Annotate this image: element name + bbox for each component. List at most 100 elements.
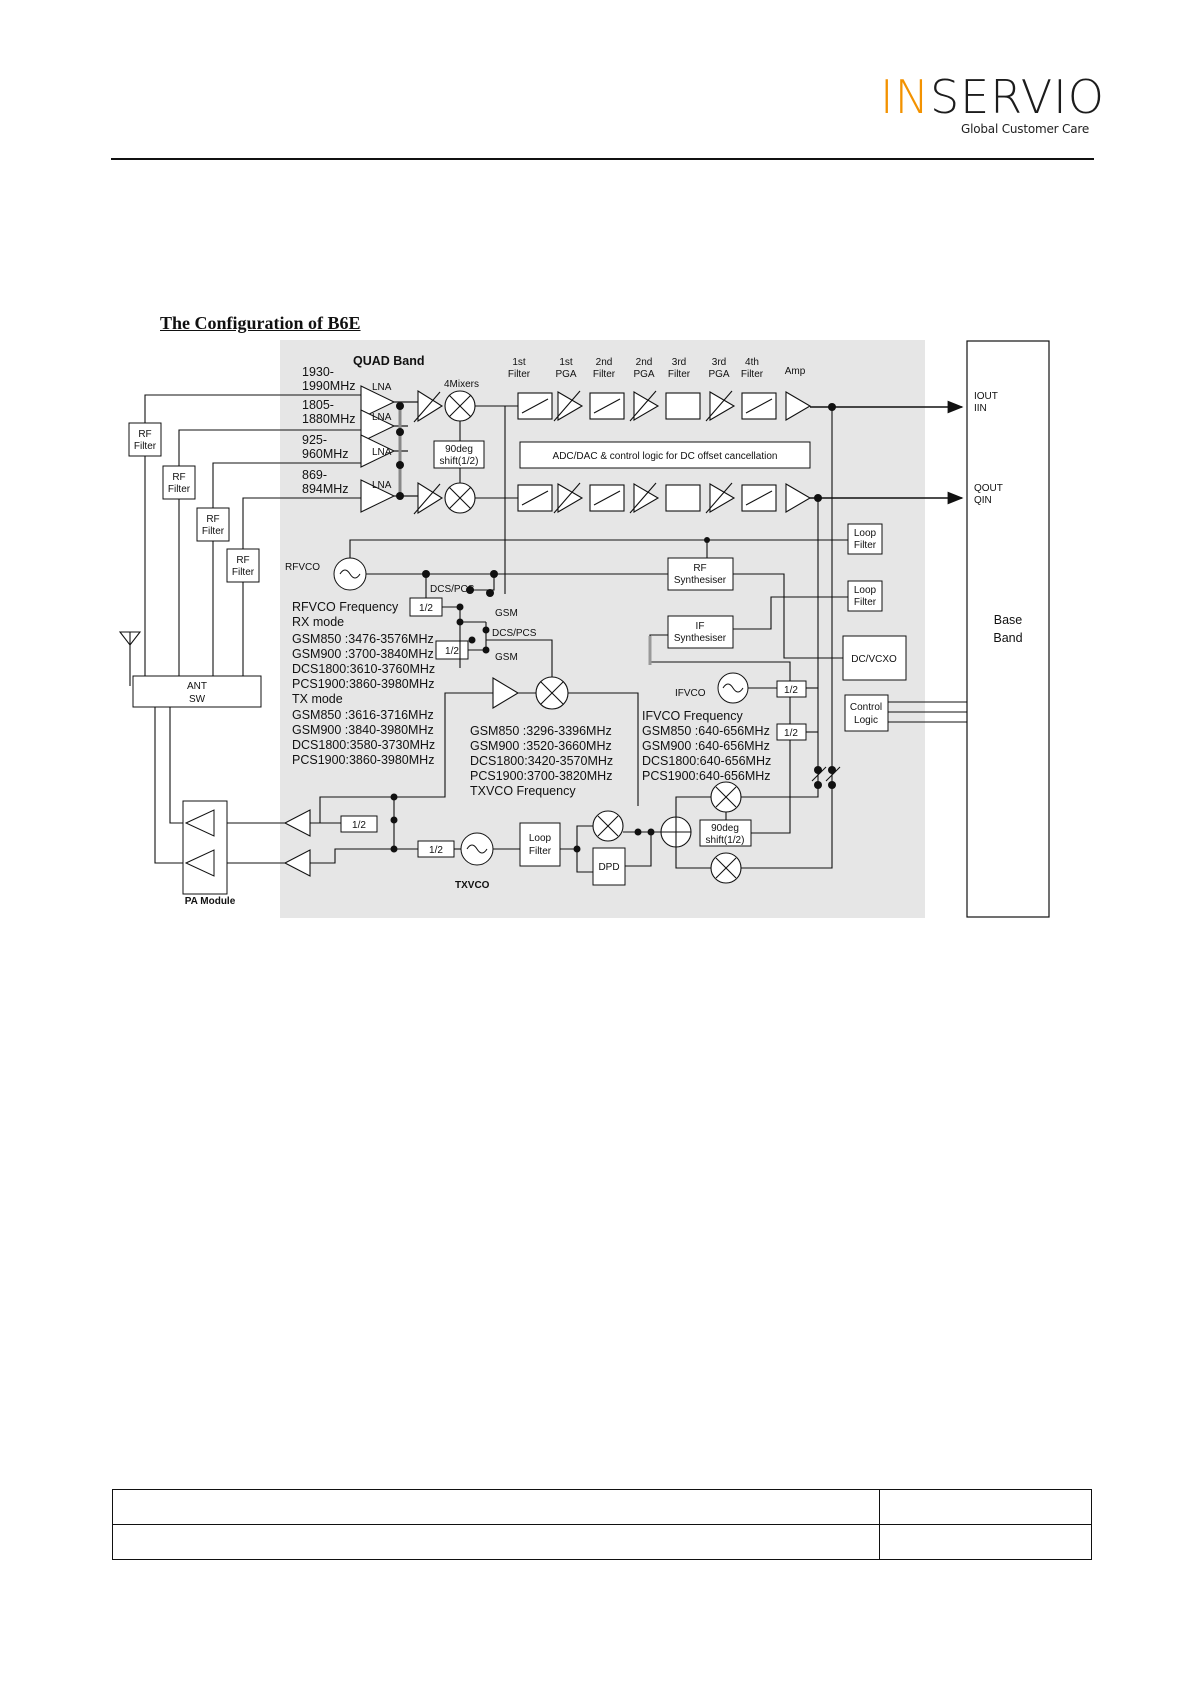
ifvco-wires <box>748 687 818 733</box>
svg-text:GSM850 :3476-3576MHz: GSM850 :3476-3576MHz <box>292 632 434 646</box>
ant-sw-block: ANT SW <box>132 675 262 708</box>
svg-text:PCS1900:640-656MHz: PCS1900:640-656MHz <box>642 769 771 783</box>
svg-text:LNA: LNA <box>372 480 392 491</box>
svg-text:LNA: LNA <box>372 382 392 393</box>
svg-text:RF: RF <box>172 472 185 483</box>
rx-front-amps <box>413 390 444 515</box>
control-logic-bus <box>888 701 967 723</box>
svg-text:Filter: Filter <box>854 597 877 608</box>
svg-text:QOUT: QOUT <box>974 483 1003 494</box>
svg-text:SW: SW <box>189 694 206 705</box>
svg-text:1/2: 1/2 <box>419 603 433 614</box>
svg-text:GSM850 :3296-3396MHz: GSM850 :3296-3396MHz <box>470 724 612 738</box>
svg-text:PCS1900:3860-3980MHz: PCS1900:3860-3980MHz <box>292 677 434 691</box>
footer-table <box>112 1489 1092 1560</box>
svg-text:3rd: 3rd <box>712 357 726 368</box>
svg-text:GSM900 :3840-3980MHz: GSM900 :3840-3980MHz <box>292 723 434 737</box>
svg-text:IF: IF <box>696 621 705 632</box>
svg-text:DCS1800:3610-3760MHz: DCS1800:3610-3760MHz <box>292 662 435 676</box>
svg-text:1805-: 1805- <box>302 398 334 412</box>
svg-text:Filter: Filter <box>854 540 877 551</box>
svg-text:IOUT: IOUT <box>974 391 998 402</box>
svg-text:2nd: 2nd <box>636 357 653 368</box>
logo-tagline: Global Customer Care <box>961 122 1089 136</box>
rx-mixers <box>444 390 476 514</box>
tx-loop-junction <box>573 845 581 853</box>
svg-text:PCS1900:3860-3980MHz: PCS1900:3860-3980MHz <box>292 753 434 767</box>
svg-text:Filter: Filter <box>134 441 157 452</box>
rf-divider-junctions <box>456 603 490 654</box>
svg-text:925-: 925- <box>302 433 327 447</box>
iq-output-labels: IOUT IIN QOUT QIN <box>974 391 1003 506</box>
svg-text:1/2: 1/2 <box>784 728 798 739</box>
svg-text:90deg: 90deg <box>445 444 473 455</box>
svg-text:Filter: Filter <box>741 369 764 380</box>
rx-phase-shift: 90deg shift(1/2) <box>433 440 485 469</box>
rfvco-junctions <box>422 537 710 597</box>
svg-text:RF: RF <box>206 514 219 525</box>
logo-wordmark: INSERVIO <box>880 70 1105 124</box>
header-rule <box>111 158 1094 160</box>
footer-cell <box>879 1524 1092 1560</box>
svg-text:TX mode: TX mode <box>292 692 343 706</box>
svg-text:1st: 1st <box>559 357 573 368</box>
tx-summer <box>660 816 692 848</box>
svg-text:Filter: Filter <box>593 369 616 380</box>
svg-text:ADC/DAC & control logic for DC: ADC/DAC & control logic for DC offset ca… <box>553 451 778 462</box>
svg-text:Synthesiser: Synthesiser <box>674 575 727 586</box>
rx-chain-headers: 1st Filter 1st PGA 2nd Filter 2nd PGA 3r… <box>508 357 806 380</box>
tx-drivers <box>227 809 311 877</box>
svg-text:1930-: 1930- <box>302 365 334 379</box>
tx-mod-junctions <box>634 828 655 836</box>
rf-synthesiser: RF Synthesiser <box>667 557 734 591</box>
iq-feed-junctions <box>814 766 836 789</box>
svg-text:Logic: Logic <box>854 715 878 726</box>
rf-filter-wires <box>144 394 361 676</box>
svg-text:RFVCO Frequency: RFVCO Frequency <box>292 600 399 614</box>
tx-loop-wires <box>493 825 593 873</box>
if-divider-1: 1/2 <box>776 680 807 698</box>
svg-text:GSM900 :3520-3660MHz: GSM900 :3520-3660MHz <box>470 739 612 753</box>
ant-pa-wires <box>154 707 185 864</box>
footer-row <box>112 1489 1092 1525</box>
tx-upconverter <box>492 676 569 710</box>
svg-text:1/2: 1/2 <box>352 820 366 831</box>
svg-text:869-: 869- <box>302 468 327 482</box>
tx-iq-wires <box>675 407 833 869</box>
svg-text:90deg: 90deg <box>711 823 739 834</box>
svg-text:DCS1800:640-656MHz: DCS1800:640-656MHz <box>642 754 771 768</box>
svg-text:894MHz: 894MHz <box>302 482 349 496</box>
if-synthesiser: IF Synthesiser <box>667 615 734 649</box>
band-labels: 1930- 1990MHz 1805- 1880MHz 925- 960MHz … <box>302 365 356 496</box>
svg-text:Band: Band <box>993 631 1022 645</box>
svg-text:GSM850 :3616-3716MHz: GSM850 :3616-3716MHz <box>292 708 434 722</box>
rx-loop-filter-2: Loop Filter <box>847 580 883 612</box>
svg-text:Filter: Filter <box>668 369 691 380</box>
svg-text:Amp: Amp <box>785 366 806 377</box>
rf-filter-blocks: RF Filter RF Filter RF Filter RF Filter <box>128 422 260 583</box>
svg-text:4th: 4th <box>745 357 759 368</box>
junction-dots <box>396 402 404 500</box>
svg-text:Control: Control <box>850 702 882 713</box>
rf-divider-2: 1/2 <box>435 640 469 660</box>
svg-text:PGA: PGA <box>708 369 729 380</box>
svg-text:shift(1/2): shift(1/2) <box>706 835 745 846</box>
inservio-logo: INSERVIO Global Customer Care <box>880 72 1104 142</box>
svg-text:LNA: LNA <box>372 412 392 423</box>
svg-text:GSM900 :3700-3840MHz: GSM900 :3700-3840MHz <box>292 647 434 661</box>
footer-row <box>112 1524 1092 1560</box>
svg-text:RF: RF <box>236 555 249 566</box>
dcs-pcs-label-2: DCS/PCS <box>492 628 537 639</box>
antenna-icon <box>118 631 142 686</box>
svg-text:2nd: 2nd <box>596 357 613 368</box>
svg-text:DCS1800:3580-3730MHz: DCS1800:3580-3730MHz <box>292 738 435 752</box>
gsm-label-2: GSM <box>495 652 518 663</box>
diagram-title: The Configuration of B6E <box>160 313 361 333</box>
svg-text:1990MHz: 1990MHz <box>302 379 356 393</box>
base-band-block: Base Band <box>966 340 1050 918</box>
svg-text:Filter: Filter <box>168 484 191 495</box>
svg-text:1880MHz: 1880MHz <box>302 412 356 426</box>
iq-switch-marks <box>811 766 841 782</box>
svg-text:DCS1800:3420-3570MHz: DCS1800:3420-3570MHz <box>470 754 613 768</box>
rfvco-frequency-list: RFVCO Frequency RX mode GSM850 :3476-357… <box>292 600 435 767</box>
